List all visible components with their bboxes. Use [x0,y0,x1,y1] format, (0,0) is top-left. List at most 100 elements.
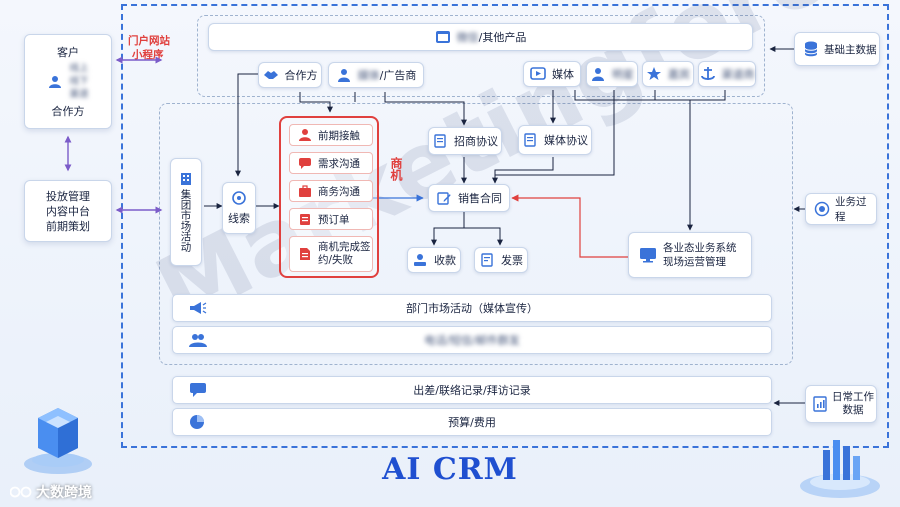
target-icon [814,201,830,217]
biz-process-label: 业务过程 [835,196,867,223]
megaphone-icon [189,300,207,316]
play-icon [530,66,546,82]
customer-card: 客户 线上 线下 渠道 合作方 [24,34,112,129]
biz-system-line-2: 现场运营管理 [663,256,726,268]
agreement-icon [522,132,538,148]
opp-step-label: 预订单 [318,213,350,226]
media-card: 媒体 [523,61,581,87]
leads-card: 线索 [222,182,256,234]
opp-step-label: 需求沟通 [318,157,360,170]
biz-system-line-1: 各业态业务系统 [663,242,737,254]
anchor-icon [700,66,716,82]
invoice-card: 发票 [474,247,528,273]
blur-bar-label: 电话/短信/邮件群发 [424,334,520,347]
budget-label: 预算/费用 [448,416,496,429]
leads-label: 线索 [228,212,250,225]
daily-work-card: 日常工作 数据 [805,385,877,423]
briefcase-icon [298,184,312,198]
person-icon [298,128,312,142]
opportunity-label-text: 商机 [389,157,403,181]
receipt-label: 收款 [434,254,456,267]
merchant-agreement-label: 招商协议 [454,135,498,148]
daily-work-line-2: 数据 [842,404,864,416]
brand-logo-icon [10,485,32,499]
customer-footer: 合作方 [51,105,85,118]
group-icon [590,66,606,82]
budget-bar: 预算/费用 [172,408,772,436]
plan-line-2: 内容中台 [46,204,90,218]
agency-card: 媒体 /广告商 [328,62,424,88]
opportunity-label: 商机 [388,157,403,181]
agreement-icon [432,133,448,149]
top-product-text: /其他产品 [478,31,527,44]
plan-line-3: 前期策划 [46,219,90,233]
merchant-agreement-card: 招商协议 [428,127,502,155]
travel-bar: 出差/联络记录/拜访记录 [172,376,772,404]
opp-step-label: 前期接触 [318,129,360,142]
dept-activity-bar: 部门市场活动（媒体宣传） [172,294,772,322]
media-agreement-card: 媒体协议 [518,125,592,155]
opp-step-needs: 需求沟通 [289,152,373,174]
wechat-window-icon [435,29,451,45]
target-icon [231,190,247,206]
top-product-bar: 微信 /其他产品 [208,23,753,51]
travel-label: 出差/联络记录/拜访记录 [413,384,531,397]
agency-label: /广告商 [379,69,417,82]
pie-chart-icon [189,414,205,430]
bar-chart-illustration [800,440,880,498]
crm-boundary [121,4,889,448]
partner-card: 合作方 [258,62,322,88]
top-product-blur: 微信 [456,31,479,44]
customer-blur-2: 线下 [69,76,89,87]
opp-step-closed: 商机完成签约/失败 [289,236,373,272]
blur-label-3: 渠道商 [721,68,755,81]
master-data-card: 基础主数据 [794,32,880,66]
middle-zone [159,103,793,365]
blur-card-3: 渠道商 [698,61,756,87]
top-zone [197,15,765,97]
handshake-icon [263,67,279,83]
payment-icon [412,252,428,268]
daily-work-line-1: 日常工作 [832,391,874,403]
biz-process-card: 业务过程 [805,193,877,225]
group-activity-card: 集团市场活动 [170,158,202,266]
cube-illustration [24,408,92,474]
invoice-icon [479,252,495,268]
users-icon [47,74,63,90]
plan-line-1: 投放管理 [46,189,90,203]
building-icon [179,172,193,186]
invoice-label: 发票 [501,254,523,267]
biz-system-card: 各业态业务系统 现场运营管理 [628,232,752,278]
sales-contract-label: 销售合同 [458,192,502,205]
opp-step-preorder: 预订单 [289,208,373,230]
master-data-label: 基础主数据 [824,43,877,56]
media-agreement-label: 媒体协议 [544,134,588,147]
blur-card-2: 嘉宾 [642,61,694,87]
customer-blur-3: 渠道 [69,89,89,100]
group-activity-label: 集团市场活动 [179,189,192,252]
opp-step-contact: 前期接触 [289,124,373,146]
chat-icon [298,156,312,170]
blur-label-2: 嘉宾 [668,68,690,81]
dept-activity-label: 部门市场活动（媒体宣传） [406,302,538,315]
contract-edit-icon [436,190,452,206]
brand-logo: 大数跨境 [10,482,92,502]
sales-contract-card: 销售合同 [428,184,510,212]
agency-blur: 媒体 [357,69,380,82]
group-icon [189,332,207,348]
blur-label-1: 明星 [612,68,634,81]
customer-title: 客户 [57,46,79,59]
customer-blur-1: 线上 [69,63,89,74]
plan-card: 投放管理 内容中台 前期策划 [24,180,112,242]
opportunity-group: 前期接触 需求沟通 商务沟通 预订单 商机完成签约/失败 [279,116,379,278]
blur-bar: 电话/短信/邮件群发 [172,326,772,354]
opp-step-business: 商务沟通 [289,180,373,202]
database-icon [803,40,819,58]
report-icon [812,396,828,412]
partner-label: 合作方 [284,69,318,82]
page-title: AI CRM [382,452,518,487]
person-icon [336,67,352,83]
brand-logo-text: 大数跨境 [36,485,92,501]
media-label: 媒体 [552,68,574,81]
